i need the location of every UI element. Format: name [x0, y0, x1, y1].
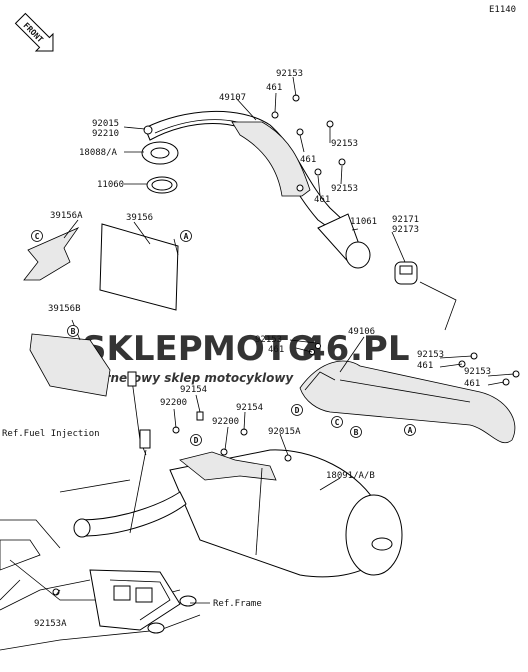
label-92154-a: 92154 [180, 385, 207, 395]
watermark-brand-4: .PL [350, 329, 410, 369]
label-92015A: 92015A [268, 427, 301, 437]
diagram-id: E1140 [489, 5, 516, 15]
callout-c-pad: C [31, 230, 43, 242]
label-18091: 18091/A/B [326, 471, 375, 481]
svg-text:C: C [335, 418, 340, 427]
label-92015: 92015 [92, 119, 119, 129]
label-49106: 49106 [348, 327, 375, 337]
callouts: C A B D C B A D [31, 230, 416, 446]
leader-lines [55, 76, 515, 604]
label-92200-a: 92200 [160, 398, 187, 408]
label-92154-b: 92154 [236, 403, 263, 413]
label-11060: 11060 [97, 180, 124, 190]
label-92171: 92171 [392, 215, 419, 225]
svg-text:C: C [35, 232, 40, 241]
header-shield-bolts [271, 94, 346, 192]
callout-b-shield: B [350, 426, 362, 438]
label-18088: 18088/A [79, 148, 118, 158]
part-labels: 92153 461 49107 92015 92210 18088/A 9215… [2, 69, 491, 629]
muffler-heat-shield [299, 360, 516, 443]
label-461-heat: 461 [268, 345, 284, 355]
label-92153A: 92153A [34, 619, 67, 629]
label-92210: 92210 [92, 129, 119, 139]
label-92153-mid2: 92153 [331, 184, 358, 194]
label-461-mid2: 461 [314, 195, 330, 205]
callout-b-pad: B [67, 325, 79, 337]
ref-fuel-injection: Ref.Fuel Injection [2, 429, 100, 439]
label-461-right1: 461 [417, 361, 433, 371]
label-11061: 11061 [350, 217, 377, 227]
callout-d-muffler: D [190, 434, 202, 446]
label-92153-right2: 92153 [464, 367, 491, 377]
label-39156: 39156 [126, 213, 153, 223]
front-arrow-icon: FRONT [14, 12, 54, 52]
svg-text:D: D [295, 406, 300, 415]
ref-frame: Ref.Frame [213, 599, 262, 609]
header-heat-shield [231, 121, 311, 197]
pad-39156B [29, 333, 111, 397]
callout-a-shield: A [404, 424, 416, 436]
label-92173: 92173 [392, 225, 419, 235]
svg-text:A: A [408, 426, 413, 435]
callout-a-pad: A [180, 230, 192, 242]
oxygen-sensor [127, 371, 151, 456]
label-92153-heat: 92153 [255, 335, 282, 345]
pad-39156 [99, 223, 179, 311]
svg-text:A: A [184, 232, 189, 241]
label-461-top: 461 [266, 83, 282, 93]
watermark-brand-2: MOTO [202, 329, 317, 369]
label-461-mid1: 461 [300, 155, 316, 165]
label-92200-b: 92200 [212, 417, 239, 427]
svg-text:B: B [354, 428, 359, 437]
label-461-right2: 461 [464, 379, 480, 389]
pad-39156A [23, 227, 80, 281]
label-92153-mid1: 92153 [331, 139, 358, 149]
washer-92015 [143, 125, 153, 135]
watermark-tagline: internetowy sklep motocyklowy [78, 371, 294, 385]
mid-pipe [79, 491, 187, 537]
clamp-92171 [394, 261, 418, 285]
connector-tube-11061 [317, 213, 371, 269]
label-39156B: 39156B [48, 304, 81, 314]
callout-c-shield: C [331, 416, 343, 428]
svg-text:D: D [194, 436, 199, 445]
muffler-body [169, 449, 403, 578]
frame-structure [0, 519, 201, 651]
label-49107: 49107 [219, 93, 246, 103]
label-92153-top: 92153 [276, 69, 303, 79]
svg-text:B: B [71, 327, 76, 336]
label-92153-right1: 92153 [417, 350, 444, 360]
callout-d-shield: D [291, 404, 303, 416]
label-39156A: 39156A [50, 211, 83, 221]
